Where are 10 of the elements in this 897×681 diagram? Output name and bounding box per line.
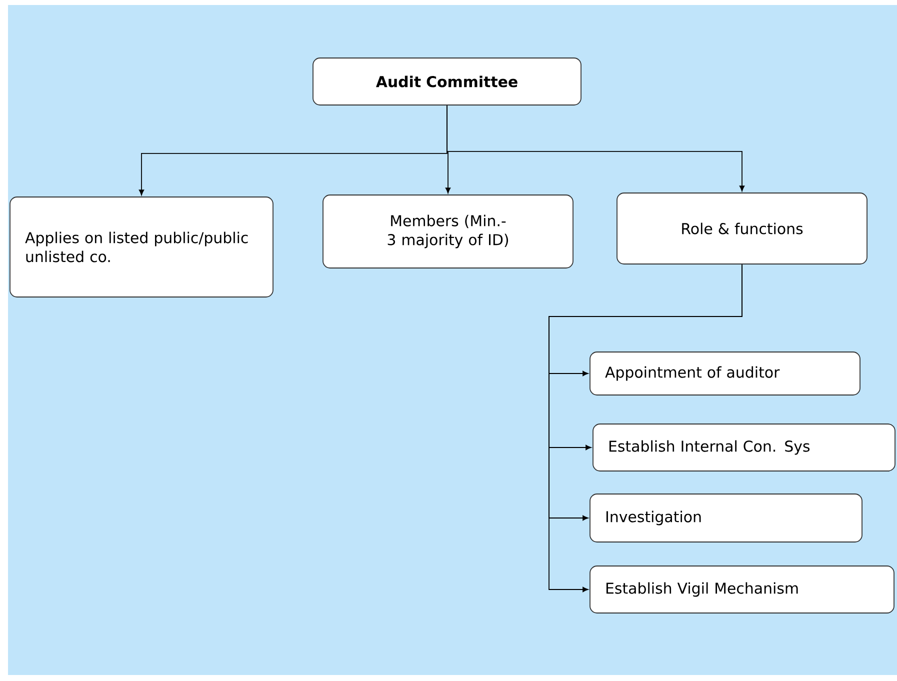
title-box: Audit Committee bbox=[312, 58, 582, 106]
process-box: Members (Min.-3 majority of ID) bbox=[322, 194, 574, 268]
process-box: Applies on listed public/public unlisted co. bbox=[10, 196, 274, 298]
process-box: Establish Vigil Mechanism bbox=[590, 566, 894, 614]
process-box: Role & functions bbox=[616, 192, 868, 264]
process-box: Appointment of auditor bbox=[590, 352, 860, 396]
process-box: Investigation bbox=[590, 494, 862, 542]
arrow bbox=[446, 105, 745, 192]
process-box: Establish Internal Con. Sys bbox=[592, 424, 896, 472]
arrow bbox=[548, 264, 742, 592]
